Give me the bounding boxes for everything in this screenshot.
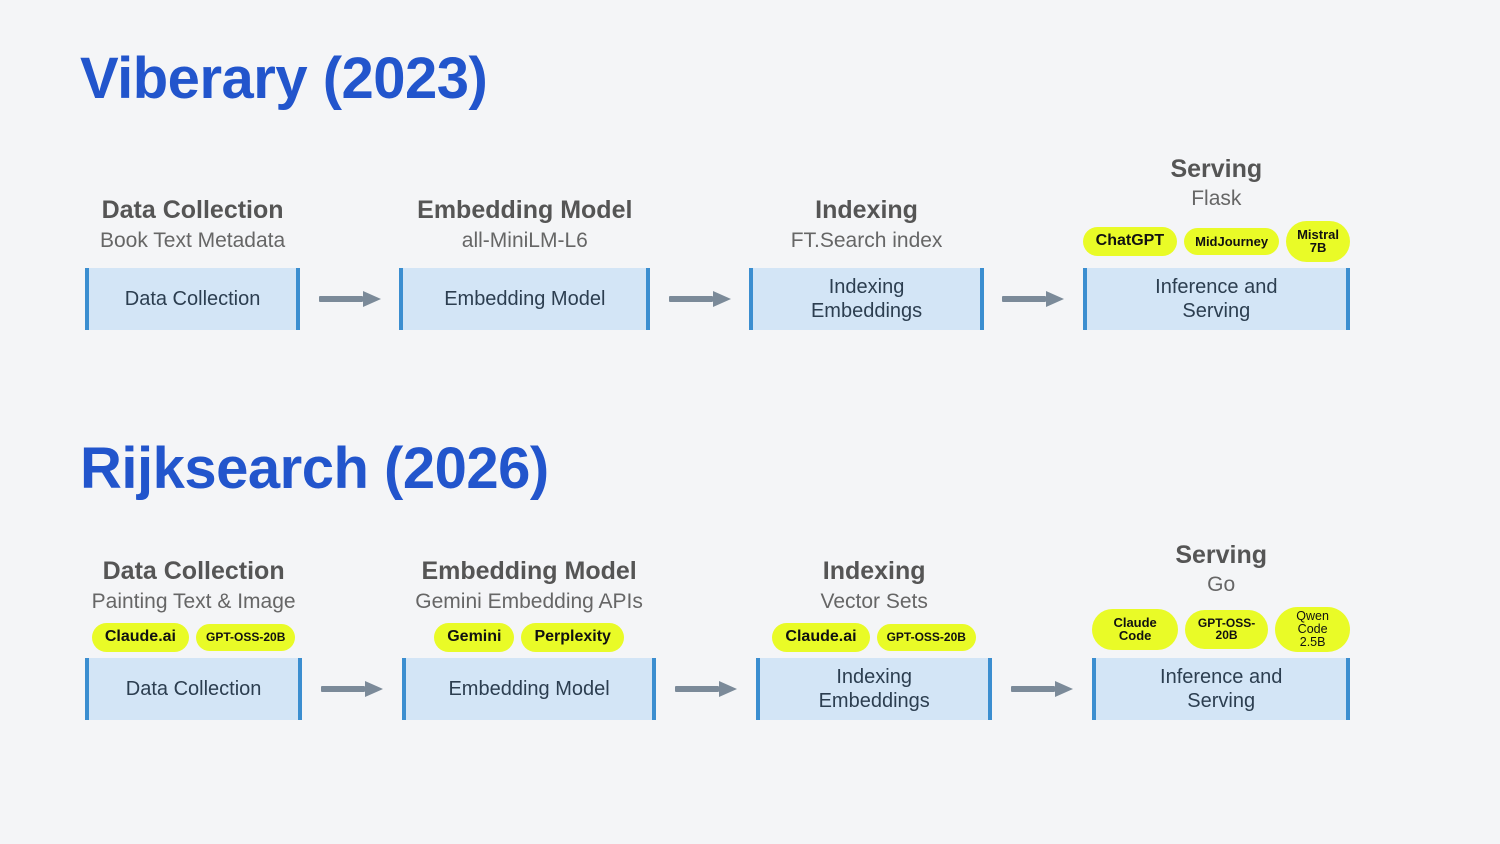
arrow-right-icon [668, 291, 731, 307]
process-box-label: Inference and Serving [1160, 665, 1283, 712]
stage-title: Data Collection [102, 557, 285, 586]
stage-subtitle: Gemini Embedding APIs [415, 589, 643, 613]
arrow-right-icon [674, 681, 737, 697]
model-pill[interactable]: Claude.ai [772, 623, 870, 652]
model-pill[interactable]: Claude Code [1092, 608, 1178, 650]
arrow-connector-3 [984, 150, 1083, 330]
process-box-label: Inference and Serving [1155, 275, 1278, 322]
stage-title: Serving [1175, 540, 1268, 569]
stage-data-collection[interactable]: Data Collection Book Text Metadata Data … [85, 150, 301, 330]
arrow-cell [992, 658, 1092, 720]
stage-subtitle: Painting Text & Image [91, 589, 296, 613]
model-pill[interactable]: GPT-OSS-20B [1184, 609, 1269, 649]
model-pill[interactable]: Perplexity [521, 623, 624, 652]
stage-header: Serving Flask [1083, 155, 1350, 213]
stage-subtitle: FT.Search index [790, 228, 943, 252]
arrow-right-icon [321, 681, 384, 697]
process-box[interactable]: Indexing Embeddings [749, 268, 984, 330]
section-title-rijksearch: Rijksearch (2026) [80, 436, 549, 501]
process-box[interactable]: Data Collection [85, 268, 301, 330]
stage-subtitle: Book Text Metadata [99, 228, 286, 252]
model-pill[interactable]: Claude.ai [91, 623, 189, 652]
process-box-label: Indexing Embeddings [818, 665, 930, 712]
stage-embedding-model[interactable]: Embedding Model Gemini Embedding APIs Ge… [402, 540, 656, 720]
stage-header: Indexing Vector Sets [756, 557, 992, 615]
stage-header: Embedding Model Gemini Embedding APIs [402, 557, 656, 615]
arrow-cell [300, 268, 399, 330]
arrow-connector-1 [300, 150, 399, 330]
model-pill[interactable]: ChatGPT [1082, 226, 1178, 256]
arrow-cell [302, 658, 402, 720]
arrow-right-icon [318, 291, 381, 307]
stage-title: Indexing [815, 195, 918, 224]
process-box-label: Data Collection [125, 677, 262, 700]
stage-indexing[interactable]: Indexing FT.Search index Indexing Embedd… [749, 150, 984, 330]
model-pill[interactable]: Mistral 7B [1286, 220, 1350, 262]
section-title-viberary: Viberary (2023) [80, 46, 488, 111]
stage-header: Data Collection Book Text Metadata [85, 196, 300, 254]
process-box-label: Embedding Model [444, 287, 606, 310]
arrow-cell [650, 268, 749, 330]
model-pill[interactable]: GPT-OSS-20B [196, 624, 296, 651]
stage-list: Data Collection Painting Text & Image Cl… [85, 540, 1350, 720]
process-box-label: Data Collection [124, 287, 261, 310]
process-box-label: Embedding Model [448, 677, 610, 700]
stage-subtitle: Flask [1191, 187, 1242, 211]
arrow-connector-1 [302, 540, 402, 720]
arrow-cell [656, 658, 756, 720]
stage-data-collection[interactable]: Data Collection Painting Text & Image Cl… [85, 540, 303, 720]
model-pill[interactable]: Gemini [434, 623, 515, 652]
stage-subtitle: Vector Sets [820, 589, 928, 613]
pill-row: Claude.ai GPT-OSS-20B [91, 623, 296, 652]
stage-embedding-model[interactable]: Embedding Model all-MiniLM-L6 Embedding … [399, 150, 651, 330]
stage-header: Serving Go [1092, 541, 1350, 599]
stage-header: Embedding Model all-MiniLM-L6 [399, 196, 650, 254]
stage-header: Data Collection Painting Text & Image [85, 557, 302, 615]
stage-title: Embedding Model [421, 557, 637, 586]
stage-title: Serving [1170, 154, 1263, 183]
pipeline-viberary: Data Collection Book Text Metadata Data … [85, 150, 1350, 330]
stage-subtitle: Go [1207, 573, 1236, 597]
process-box[interactable]: Embedding Model [399, 268, 651, 330]
pipeline-rijksearch: Data Collection Painting Text & Image Cl… [85, 540, 1350, 720]
process-box-label: Indexing Embeddings [810, 275, 923, 322]
arrow-connector-3 [992, 540, 1092, 720]
process-box[interactable]: Data Collection [85, 658, 303, 720]
stage-list: Data Collection Book Text Metadata Data … [85, 150, 1350, 330]
process-box[interactable]: Inference and Serving [1082, 268, 1350, 330]
process-box[interactable]: Embedding Model [402, 658, 656, 720]
stage-title: Indexing [822, 557, 926, 586]
arrow-cell [984, 268, 1083, 330]
arrow-connector-2 [650, 150, 749, 330]
process-box[interactable]: Indexing Embeddings [755, 658, 993, 720]
stage-title: Embedding Model [417, 195, 633, 224]
stage-header: Indexing FT.Search index [749, 196, 983, 254]
process-box[interactable]: Inference and Serving [1092, 658, 1350, 720]
model-pill[interactable]: MidJourney [1184, 227, 1280, 256]
stage-title: Data Collection [101, 195, 284, 224]
model-pill[interactable]: GPT-OSS-20B [876, 624, 976, 651]
arrow-right-icon [1002, 291, 1065, 307]
stage-subtitle: all-MiniLM-L6 [461, 228, 588, 252]
arrow-right-icon [1011, 681, 1074, 697]
model-pill[interactable]: Qwen Code 2.5B [1275, 606, 1350, 652]
arrow-connector-2 [656, 540, 756, 720]
